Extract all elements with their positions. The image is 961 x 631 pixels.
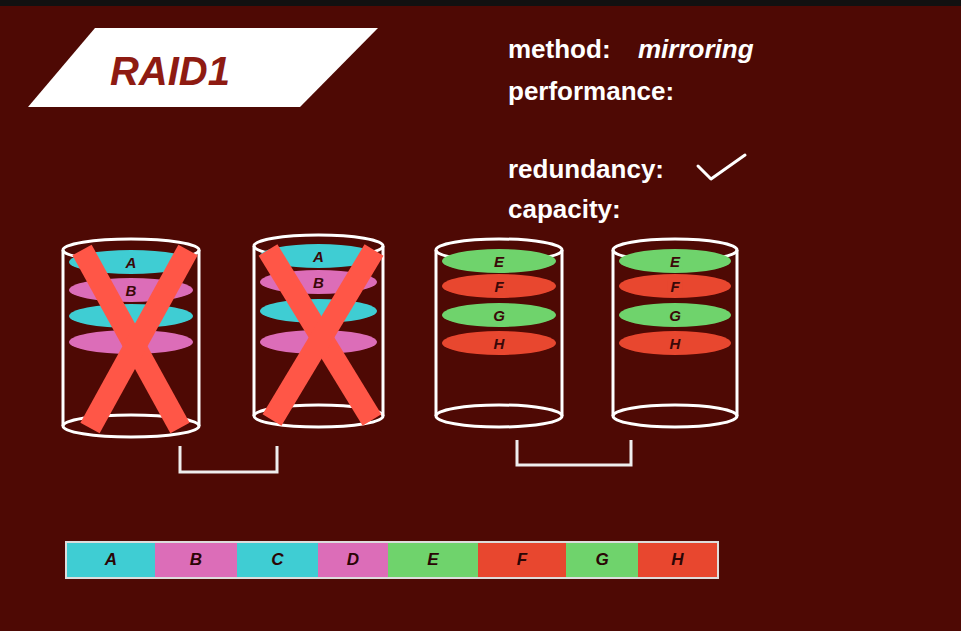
cylinder-base (613, 405, 737, 427)
block-letter: B (310, 274, 327, 291)
top-strip (0, 0, 961, 6)
data-block: C (237, 543, 318, 577)
block-letter: D (347, 550, 359, 570)
cylinder-side (736, 250, 739, 416)
data-block: B (155, 543, 237, 577)
block-letter: H (667, 335, 684, 352)
disk-cylinder: AB (60, 238, 202, 438)
cylinder-side (382, 246, 385, 416)
cylinder-base (254, 405, 383, 427)
block-letter: B (190, 550, 202, 570)
block-letter: E (427, 550, 438, 570)
failure-cross (268, 250, 372, 420)
block-letter: H (491, 335, 508, 352)
data-block-slice (442, 274, 556, 298)
data-block: D (318, 543, 388, 577)
property-label: method: (508, 34, 611, 64)
cylinder-side (561, 250, 564, 416)
data-block-slice (619, 249, 731, 273)
mirror-bracket (180, 446, 277, 472)
block-letter: F (517, 550, 527, 570)
cylinder-side (612, 250, 615, 416)
data-block-slice (260, 244, 377, 268)
block-letter: E (667, 253, 683, 270)
block-letter: E (491, 253, 507, 270)
cylinder-side (253, 246, 256, 416)
block-letter: A (310, 248, 327, 265)
block-letter: G (595, 550, 608, 570)
disk-cylinder: EFGH (433, 238, 565, 428)
check-mark (698, 155, 745, 179)
block-letter: G (666, 307, 684, 324)
property-label: performance: (508, 76, 674, 106)
data-block-slice (619, 303, 731, 327)
cylinder-base (436, 405, 562, 427)
data-block: E (388, 543, 478, 577)
data-block: G (566, 543, 638, 577)
cylinder-side (435, 250, 438, 416)
failure-cross (272, 250, 374, 420)
cylinder-side (198, 250, 201, 426)
method-value: mirroring (638, 34, 754, 64)
data-block-slice (260, 299, 377, 323)
property-label: capacity: (508, 194, 621, 224)
disk-cylinder: EFGH (610, 238, 740, 428)
data-block-slice (442, 249, 556, 273)
block-letter: C (271, 550, 283, 570)
cylinder-side (62, 250, 65, 426)
block-letter: A (123, 254, 140, 271)
data-block-slice (260, 270, 377, 294)
block-letter: H (671, 550, 683, 570)
data-bar-frame (66, 542, 718, 578)
failure-cross (90, 250, 188, 428)
diagram-title: RAID1 (85, 46, 255, 96)
data-block-slice (69, 330, 193, 354)
data-block: A (67, 543, 155, 577)
data-block-slice (69, 278, 193, 302)
data-block-slice (619, 331, 731, 355)
data-block-slice (442, 331, 556, 355)
mirror-bracket (517, 440, 631, 465)
failure-cross (82, 250, 180, 428)
block-letter: F (491, 278, 506, 295)
cylinder-base (63, 415, 199, 437)
title-banner (28, 28, 378, 107)
data-block-slice (619, 274, 731, 298)
block-letter: F (667, 278, 682, 295)
block-letter: B (123, 282, 140, 299)
block-letter: A (105, 550, 117, 570)
data-block-slice (69, 250, 193, 274)
data-block-slice (69, 304, 193, 328)
property-label: redundancy: (508, 154, 664, 184)
data-block-slice (442, 303, 556, 327)
data-block-slice (260, 330, 377, 354)
data-block: H (638, 543, 717, 577)
data-block: F (478, 543, 566, 577)
block-letter: G (490, 307, 508, 324)
disk-cylinder: AB (251, 234, 386, 428)
